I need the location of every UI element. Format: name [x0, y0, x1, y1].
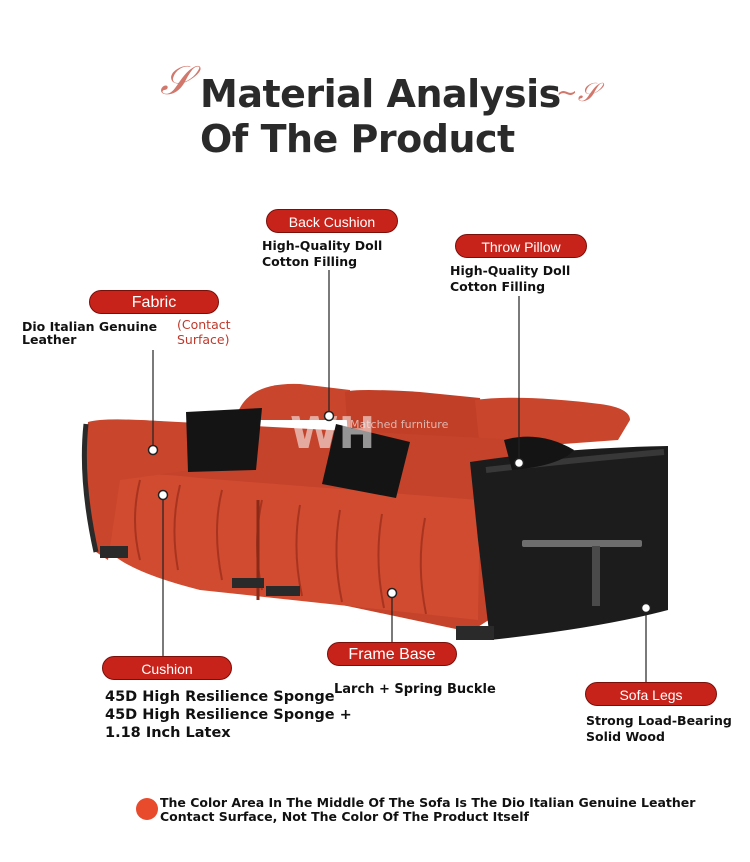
- decorative-swirl-left: 𝒮: [160, 58, 191, 104]
- label-cushion: Cushion: [102, 656, 232, 680]
- label-back-cushion: Back Cushion: [266, 209, 398, 233]
- desc-fabric: Dio Italian Genuine Leather: [22, 319, 158, 347]
- seat-cushions: [100, 474, 480, 620]
- armrest-metal-stem: [592, 546, 600, 606]
- footer-note: The Color Area In The Middle Of The Sofa…: [160, 795, 696, 824]
- left-armrest: [86, 419, 192, 560]
- leg-right: [456, 626, 494, 640]
- page-title: Material Analysis Of The Product: [200, 72, 561, 162]
- note-contact-surface: (Contact Surface): [177, 317, 231, 347]
- desc-back-cushion: High-Quality Doll Cotton Filling: [262, 238, 383, 269]
- label-sofa-legs: Sofa Legs: [585, 682, 717, 706]
- footer-dot-icon: [136, 798, 158, 820]
- leader-lines: [152, 270, 647, 682]
- decorative-swirl-right: ~𝒮: [556, 78, 598, 108]
- leg-mid-2: [266, 586, 300, 596]
- black-pillow-center: [322, 424, 410, 498]
- label-fabric: Fabric: [89, 290, 219, 314]
- title-line-2: Of The Product: [200, 117, 515, 161]
- black-pillow-left: [186, 408, 262, 472]
- label-throw-pillow: Throw Pillow: [455, 234, 587, 258]
- back-cushion-right: [475, 397, 630, 450]
- marker-dots: [147, 410, 652, 614]
- desc-sofa-legs: Strong Load-Bearing Solid Wood: [586, 713, 732, 744]
- leg-mid-1: [232, 578, 264, 588]
- armrest-metal-bar: [522, 540, 642, 547]
- title-line-1: Material Analysis: [200, 72, 561, 116]
- leg-left: [100, 546, 128, 558]
- desc-frame-base: Larch + Spring Buckle: [334, 682, 496, 697]
- desc-throw-pillow: High-Quality Doll Cotton Filling: [450, 263, 571, 294]
- desc-cushion: 45D High Resilience Sponge 45D High Resi…: [105, 689, 352, 741]
- watermark-text: Matched furniture: [350, 418, 449, 431]
- label-frame-base: Frame Base: [327, 642, 457, 666]
- back-cushion-left: [238, 383, 352, 420]
